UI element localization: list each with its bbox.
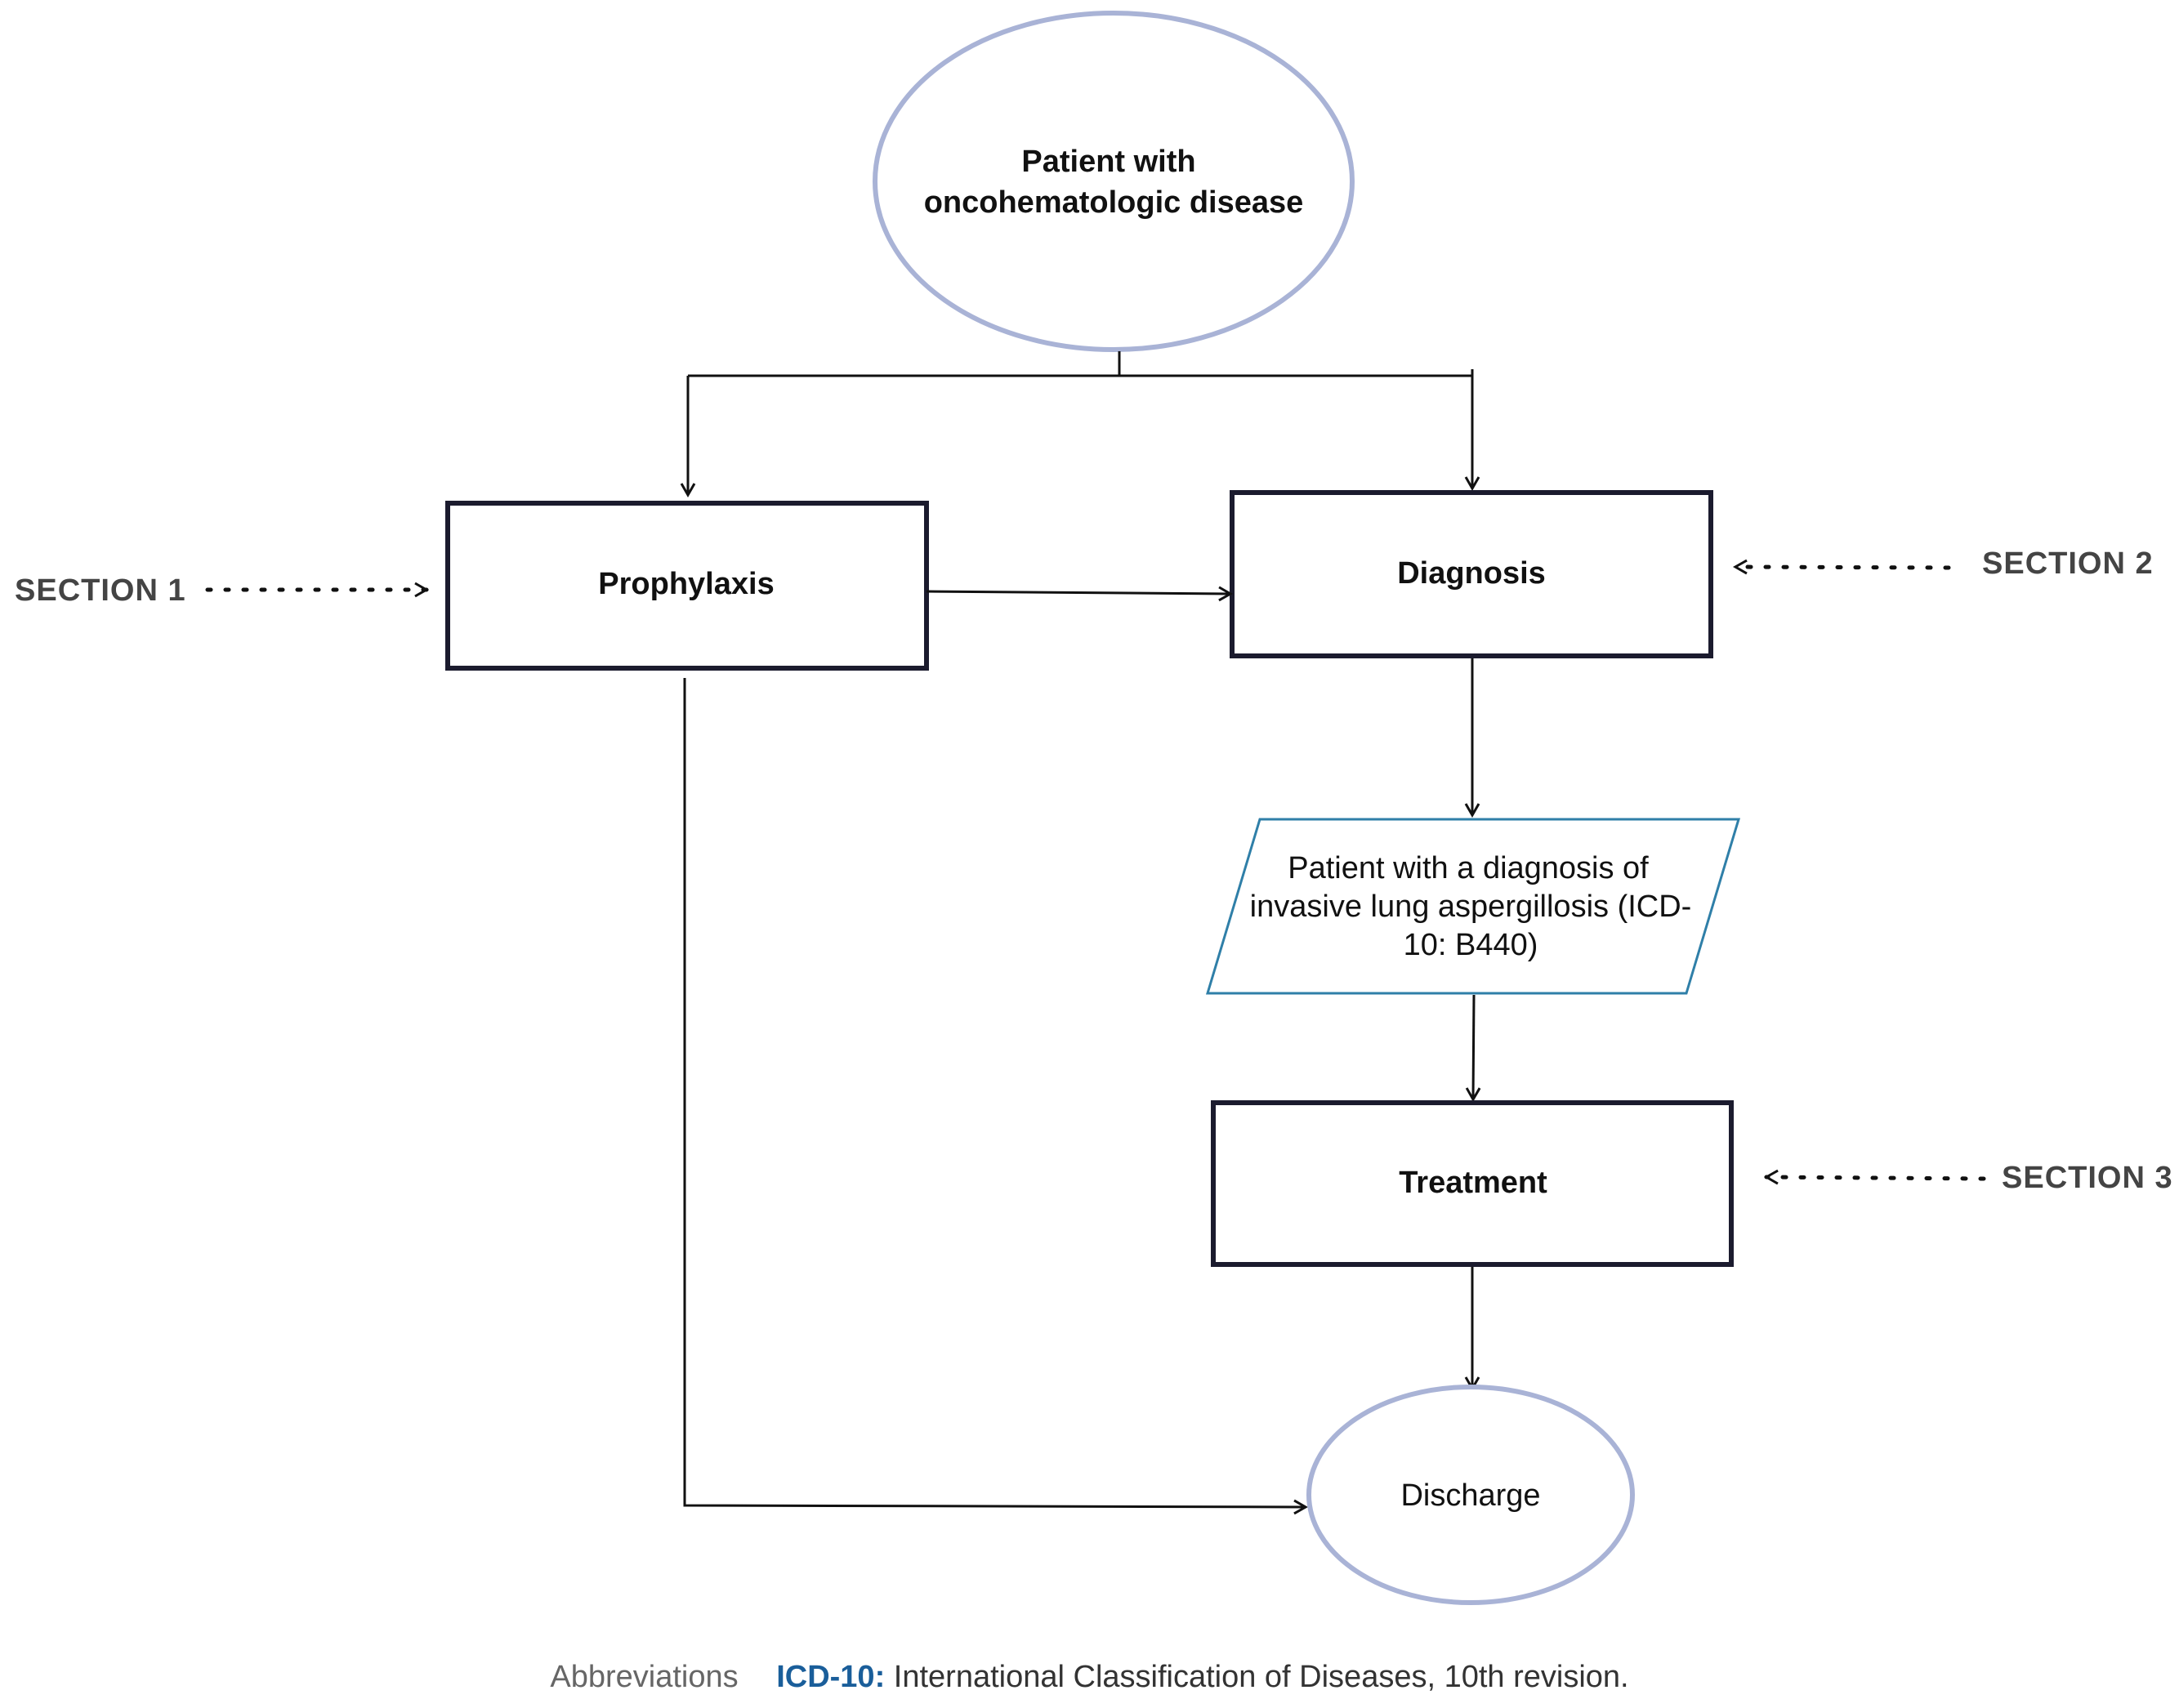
diagnosed-parallelogram [1205,818,1741,995]
discharge-ellipse [1306,1385,1635,1605]
section-1-label: SECTION 1 [15,573,186,608]
prophylaxis-node: Prophylaxis [445,501,929,671]
prophylaxis-label: Prophylaxis [598,567,774,601]
diagnosed-node: Patient with a diagnosis of invasive lun… [1205,818,1741,995]
section-3-dotted-arrow [1763,1169,1986,1185]
arrow-prophylaxis-to-diagnosis [926,586,1234,602]
section-3-label: SECTION 3 [2002,1161,2173,1195]
diagnosed-label-line3: 10: B440) [1404,928,1538,962]
treatment-node: Treatment [1211,1100,1734,1267]
treatment-label: Treatment [1399,1166,1547,1200]
footnote-abbreviation: ICD-10: [776,1660,886,1694]
prophylaxis-box [445,501,929,671]
diagnosis-label: Diagnosis [1397,556,1546,591]
start-label-line2: oncohematologic disease [924,185,1304,220]
diagnosed-label-line2: invasive lung aspergillosis (ICD- [1250,890,1692,924]
footnote-definition: International Classification of Diseases… [893,1660,1629,1694]
split-connector [680,351,1480,498]
diagnosed-label-line1: Patient with a diagnosis of [1288,851,1649,885]
footnote-heading: Abbreviations [550,1660,739,1694]
treatment-box [1211,1100,1734,1267]
section-2-dotted-arrow [1732,559,1951,575]
start-ellipse [873,11,1355,352]
discharge-label: Discharge [1400,1478,1540,1513]
start-node: Patient with oncohematologic disease [873,11,1355,352]
diagnosis-box [1230,490,1713,658]
section-2-pointer: SECTION 2 [1732,546,2154,581]
arrow-prophylaxis-to-discharge [683,678,1309,1515]
start-label-line1: Patient with [1021,145,1195,179]
abbreviations-footnote: Abbreviations ICD-10: International Clas… [0,1660,2179,1695]
section-2-label: SECTION 2 [1982,546,2154,581]
section-1-pointer: SECTION 1 [15,573,430,608]
discharge-node: Discharge [1306,1385,1635,1605]
arrow-diagnosed-to-treatment [1465,994,1481,1103]
section-3-pointer: SECTION 3 [1763,1161,2173,1195]
diagnosis-node: Diagnosis [1230,490,1713,658]
